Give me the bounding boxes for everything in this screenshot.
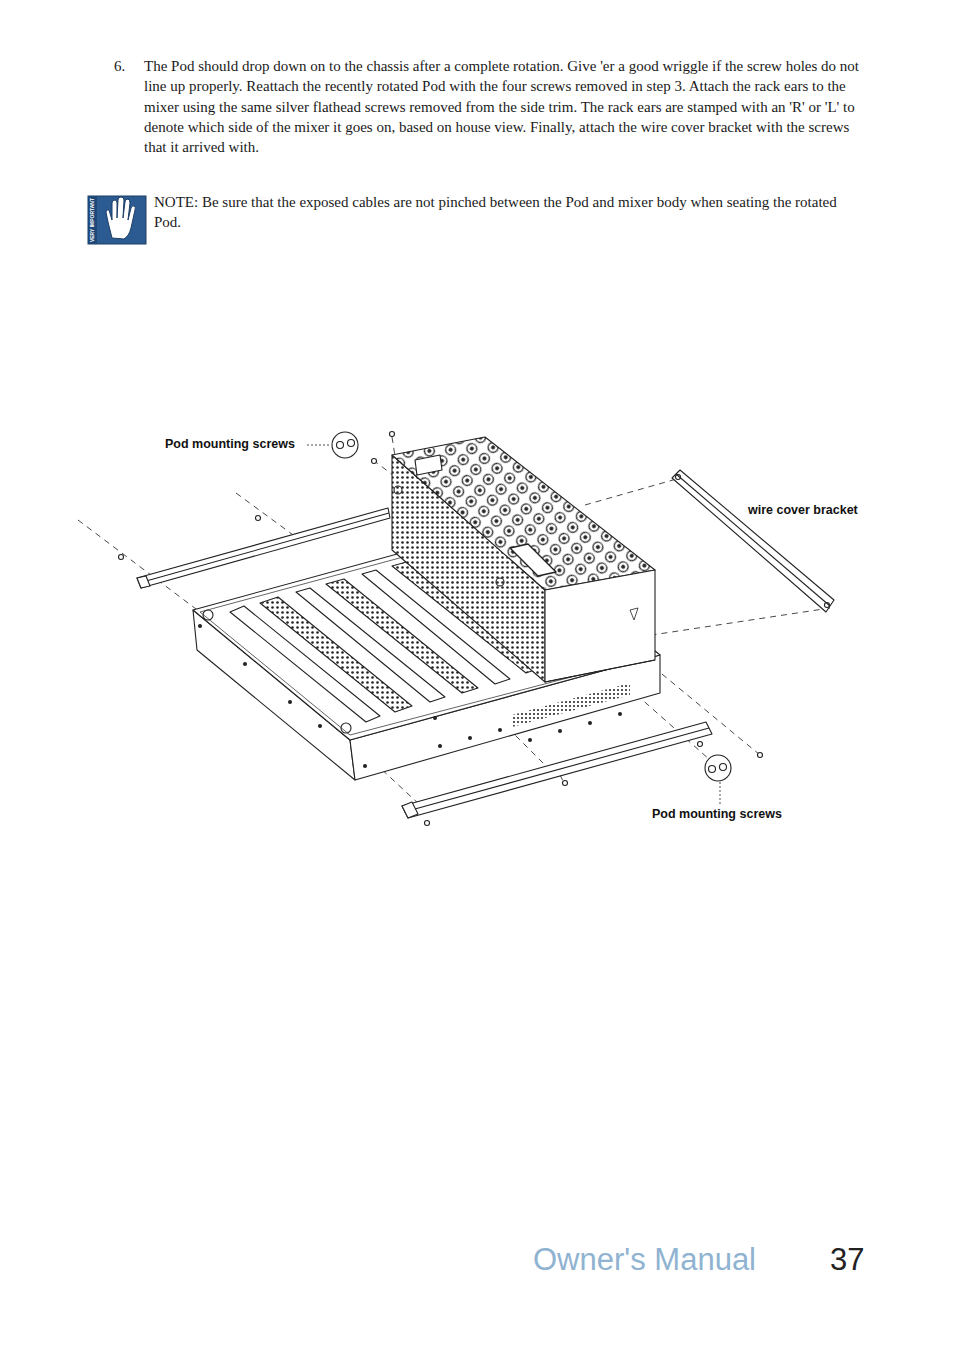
footer-title: Owner's Manual	[533, 1240, 756, 1280]
part-label: Pod mounting screws	[652, 806, 782, 822]
icon-caption: VERY IMPORTANT	[89, 197, 96, 243]
step-number: 6.	[114, 56, 140, 76]
part-label: Pod mounting screws	[165, 436, 295, 452]
note-text: NOTE: Be sure that the exposed cables ar…	[154, 192, 859, 233]
page-number: 37	[830, 1240, 864, 1280]
step-text: The Pod should drop down on to the chass…	[144, 56, 862, 157]
mixer-drawing	[78, 432, 834, 826]
part-label: wire cover bracket	[748, 502, 858, 518]
warning-icon	[88, 196, 146, 244]
